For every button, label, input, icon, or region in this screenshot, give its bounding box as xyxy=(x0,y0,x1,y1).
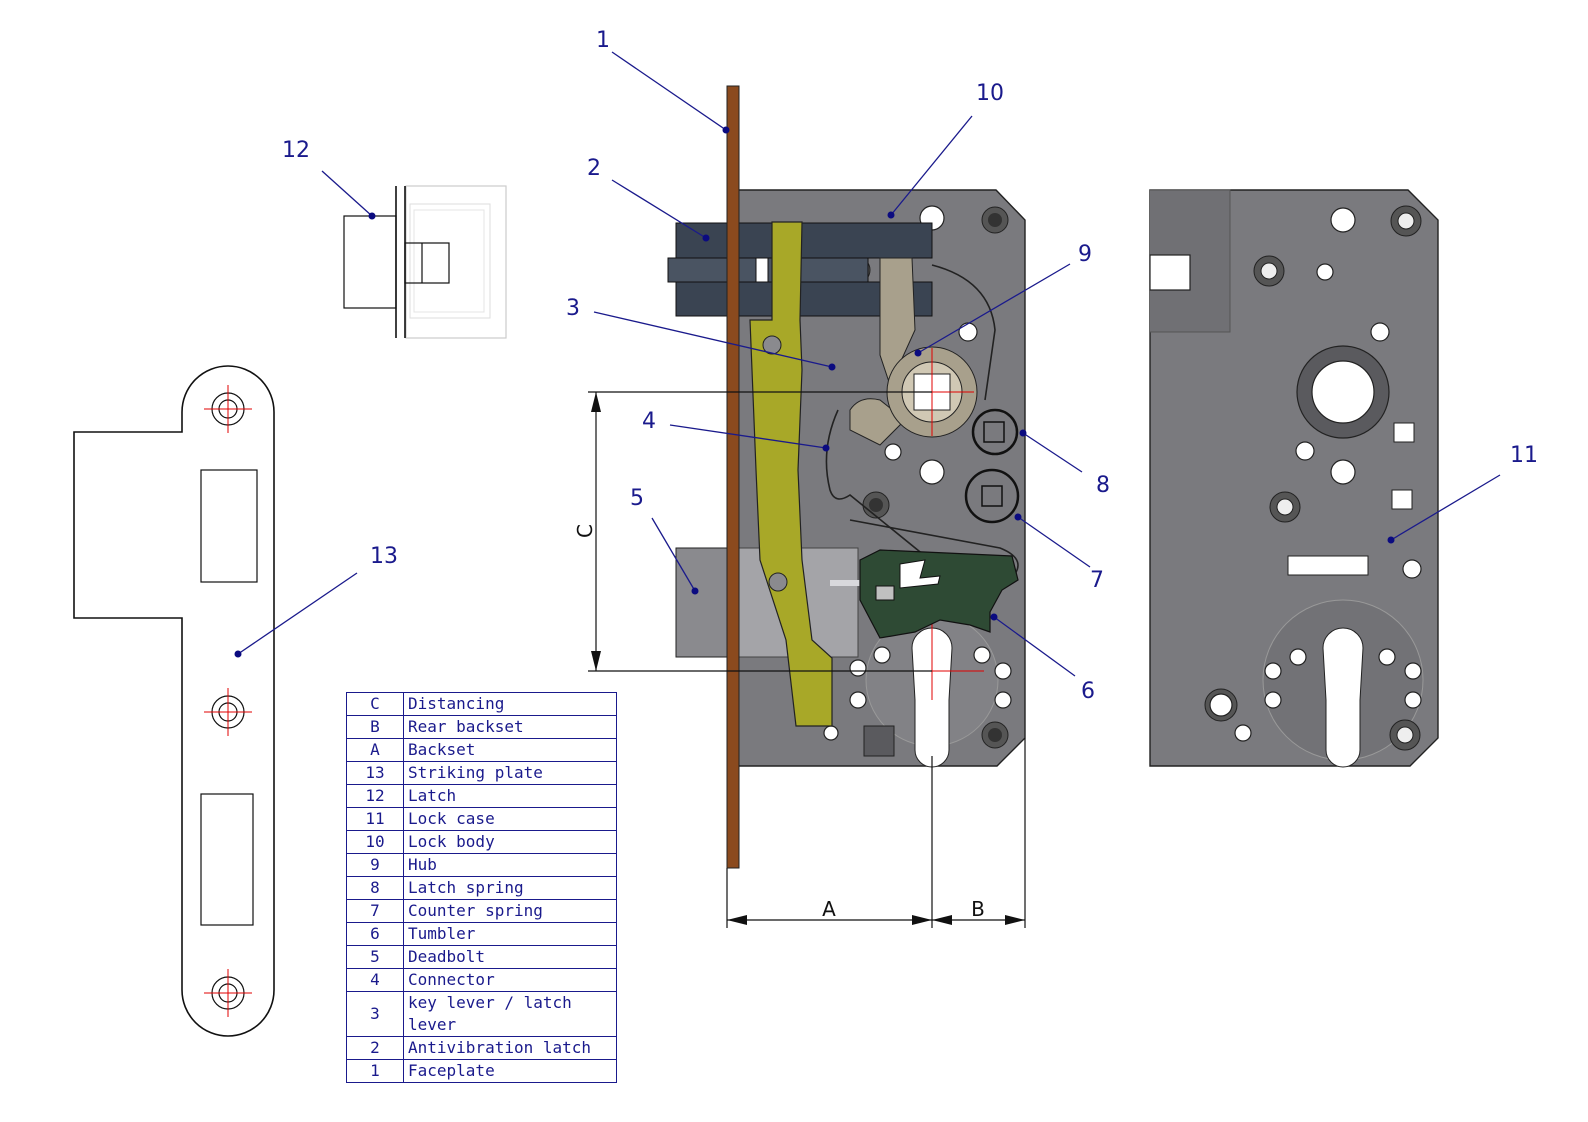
legend-key: 5 xyxy=(346,945,404,969)
callout-7: 7 xyxy=(1090,568,1104,593)
legend-label: Counter spring xyxy=(403,899,617,923)
striking-plate xyxy=(73,365,275,1037)
callout-1: 1 xyxy=(596,28,610,53)
legend-key: 6 xyxy=(346,922,404,946)
callout-3: 3 xyxy=(566,296,580,321)
legend-label: Latch xyxy=(403,784,617,808)
legend-key: 4 xyxy=(346,968,404,992)
callout-labels: 1 2 3 4 5 6 7 8 9 10 11 12 13 xyxy=(282,28,1538,704)
legend-label: Hub xyxy=(403,853,617,877)
legend-key: 12 xyxy=(346,784,404,808)
screw-icon xyxy=(1390,205,1422,237)
legend-label: Lock case xyxy=(403,807,617,831)
dimension-b-label: B xyxy=(971,897,985,921)
legend-key: 11 xyxy=(346,807,404,831)
legend-key: 3 xyxy=(346,991,404,1037)
legend-label: Rear backset xyxy=(403,715,617,739)
legend-label: Lock body xyxy=(403,830,617,854)
callout-9: 9 xyxy=(1078,242,1092,267)
lock-case-view xyxy=(1149,189,1439,768)
legend-key: 9 xyxy=(346,853,404,877)
screw-icon xyxy=(1253,255,1285,287)
latch-detail xyxy=(343,185,507,339)
dimension-a-b: A B xyxy=(726,738,1026,928)
screw-icon xyxy=(1389,719,1421,751)
legend-label: Striking plate xyxy=(403,761,617,785)
legend-label: Faceplate xyxy=(403,1059,617,1083)
legend-key: 10 xyxy=(346,830,404,854)
tumbler xyxy=(859,549,1019,639)
legend-key: 2 xyxy=(346,1036,404,1060)
callout-4: 4 xyxy=(642,409,656,434)
legend-key: 8 xyxy=(346,876,404,900)
callout-8: 8 xyxy=(1096,473,1110,498)
callout-2: 2 xyxy=(587,156,601,181)
leader-lines xyxy=(234,51,1501,677)
legend-label: Latch spring xyxy=(403,876,617,900)
screw-hole-top xyxy=(204,385,252,433)
dimension-c-label: C xyxy=(573,524,597,538)
callout-11: 11 xyxy=(1510,443,1538,468)
legend-label: Connector xyxy=(403,968,617,992)
legend-key: 13 xyxy=(346,761,404,785)
legend-label: Backset xyxy=(403,738,617,762)
dimension-c: C xyxy=(573,391,932,672)
legend-label: Distancing xyxy=(403,692,617,716)
callout-10: 10 xyxy=(976,81,1004,106)
legend-label: Tumbler xyxy=(403,922,617,946)
dimension-a-label: A xyxy=(822,897,836,921)
legend-key: 7 xyxy=(346,899,404,923)
faceplate xyxy=(726,85,740,869)
legend-label: Deadbolt xyxy=(403,945,617,969)
legend-key: 1 xyxy=(346,1059,404,1083)
legend-label: key lever / latch lever xyxy=(403,991,617,1037)
screw-hole-bottom xyxy=(204,969,252,1017)
legend-key: B xyxy=(346,715,404,739)
callout-12: 12 xyxy=(282,138,310,163)
callout-5: 5 xyxy=(630,486,644,511)
callout-6: 6 xyxy=(1081,679,1095,704)
legend-key: C xyxy=(346,692,404,716)
legend-label: Antivibration latch xyxy=(403,1036,617,1060)
screw-icon xyxy=(1269,491,1301,523)
legend-key: A xyxy=(346,738,404,762)
key-lever xyxy=(749,221,833,727)
callout-13: 13 xyxy=(370,544,398,569)
screw-hole-middle xyxy=(204,688,252,736)
